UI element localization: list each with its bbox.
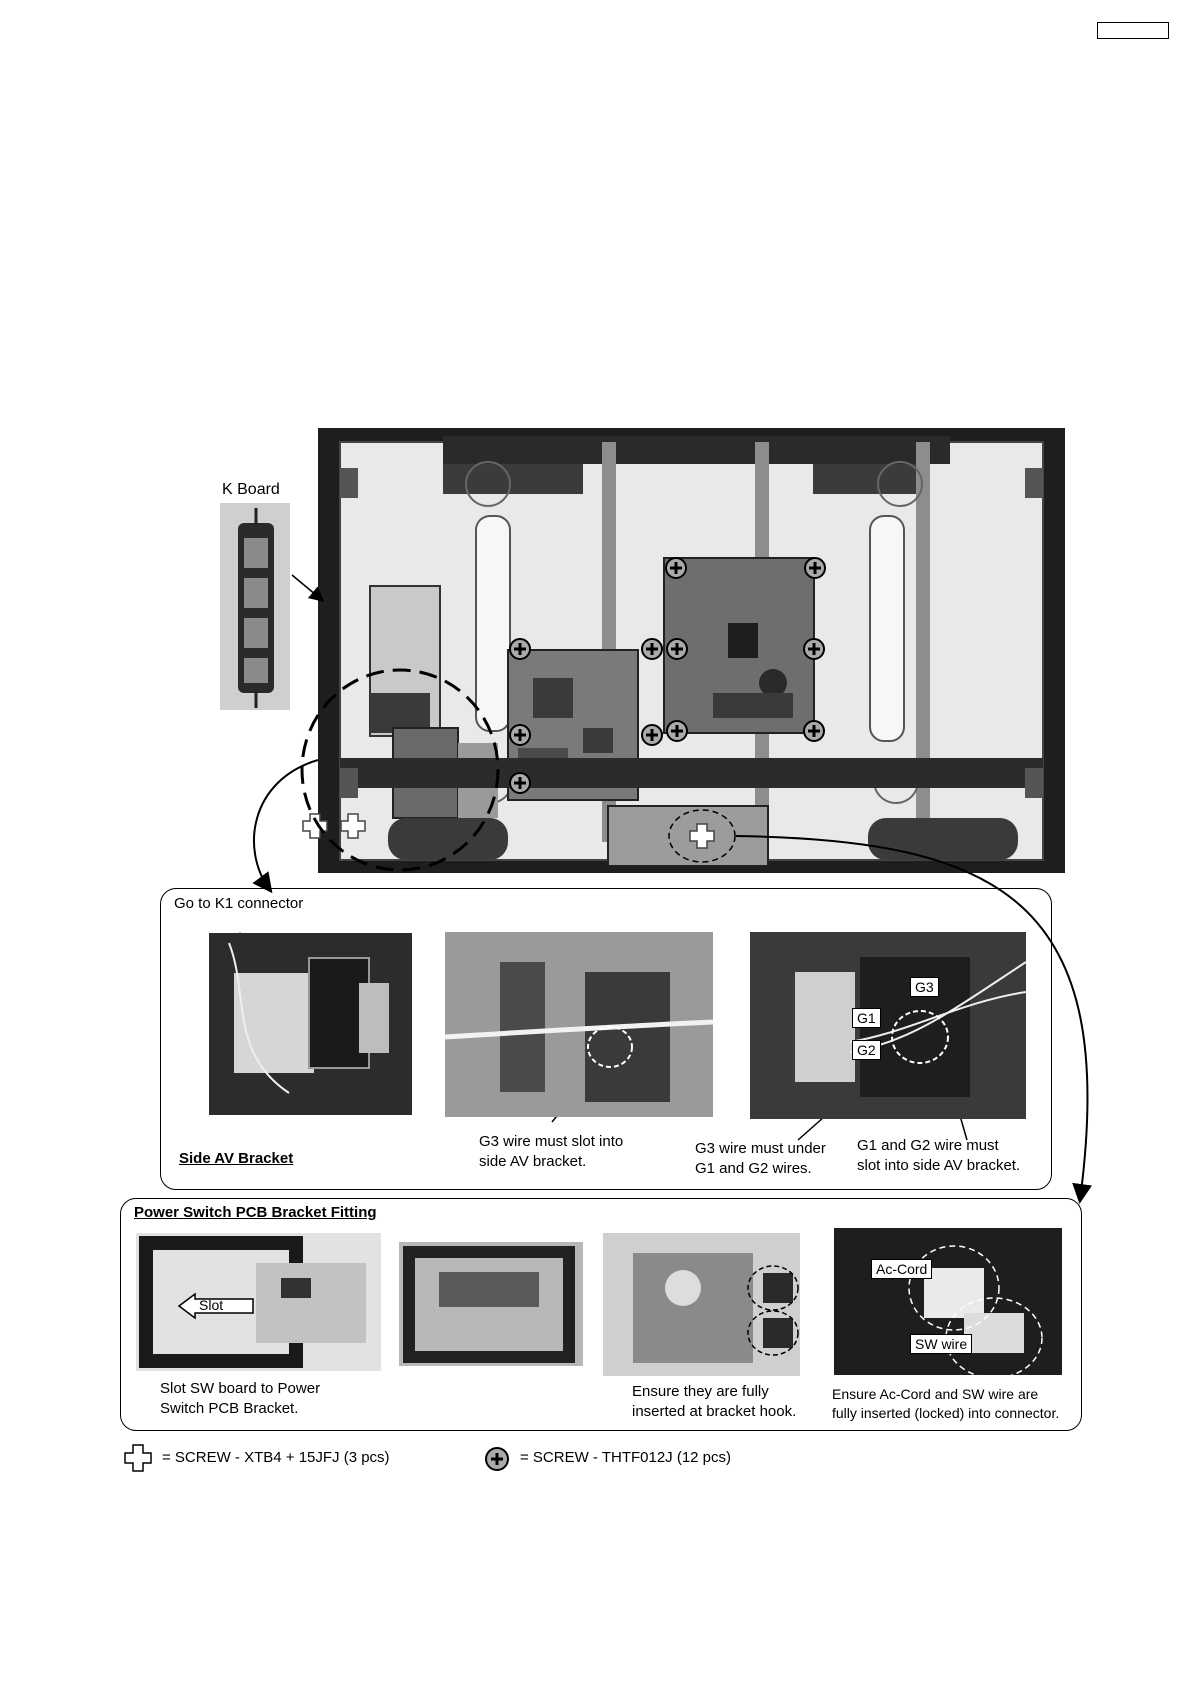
g12-note-2: slot into side AV bracket. bbox=[857, 1157, 1021, 1174]
slot-note-2: Switch PCB Bracket. bbox=[160, 1400, 299, 1417]
accord-note-1: Ensure Ac-Cord and SW wire are bbox=[832, 1386, 1039, 1402]
slot-label: Slot bbox=[199, 1297, 224, 1313]
g12-note-1: G1 and G2 wire must bbox=[857, 1137, 999, 1154]
power-photo-2 bbox=[399, 1242, 583, 1366]
cross-screw-icon bbox=[124, 1444, 152, 1472]
k-board-photo bbox=[220, 503, 290, 710]
side-av-photo-2 bbox=[445, 932, 713, 1117]
tv-rear-view bbox=[318, 428, 1065, 873]
tag-g3: G3 bbox=[910, 977, 939, 997]
side-av-photo-3 bbox=[750, 932, 1026, 1119]
legend-screw-b: = SCREW - THTF012J (12 pcs) bbox=[520, 1449, 732, 1466]
round-screw-icon bbox=[484, 1446, 510, 1472]
side-av-photo-1 bbox=[209, 933, 412, 1115]
slot-arrow: Slot bbox=[177, 1292, 255, 1320]
tag-g2: G2 bbox=[852, 1040, 881, 1060]
side-av-title: Side AV Bracket bbox=[179, 1150, 294, 1167]
k1-connector-label: Go to K1 connector bbox=[174, 895, 304, 912]
power-switch-panel bbox=[120, 1198, 1082, 1431]
g3-slot-note-2: side AV bracket. bbox=[479, 1153, 587, 1170]
accord-tag: Ac-Cord bbox=[871, 1259, 933, 1279]
g3-under-note-2: G1 and G2 wires. bbox=[695, 1160, 812, 1177]
accord-note-2: fully inserted (locked) into connector. bbox=[832, 1405, 1060, 1421]
power-photo-3 bbox=[603, 1233, 800, 1376]
ensure-note-2: inserted at bracket hook. bbox=[632, 1403, 797, 1420]
swwire-tag: SW wire bbox=[910, 1334, 973, 1354]
tag-g1: G1 bbox=[852, 1008, 881, 1028]
legend-screw-a: = SCREW - XTB4 + 15JFJ (3 pcs) bbox=[162, 1449, 390, 1466]
side-av-panel bbox=[160, 888, 1052, 1190]
ensure-note-1: Ensure they are fully bbox=[632, 1383, 769, 1400]
slot-note-1: Slot SW board to Power bbox=[160, 1380, 321, 1397]
power-photo-1 bbox=[136, 1233, 381, 1371]
k-board-label: K Board bbox=[222, 481, 280, 498]
g3-slot-note-1: G3 wire must slot into bbox=[479, 1133, 624, 1150]
power-switch-title: Power Switch PCB Bracket Fitting bbox=[134, 1204, 377, 1221]
page-number-box bbox=[1097, 22, 1169, 39]
g3-under-note-1: G3 wire must under bbox=[695, 1140, 826, 1157]
